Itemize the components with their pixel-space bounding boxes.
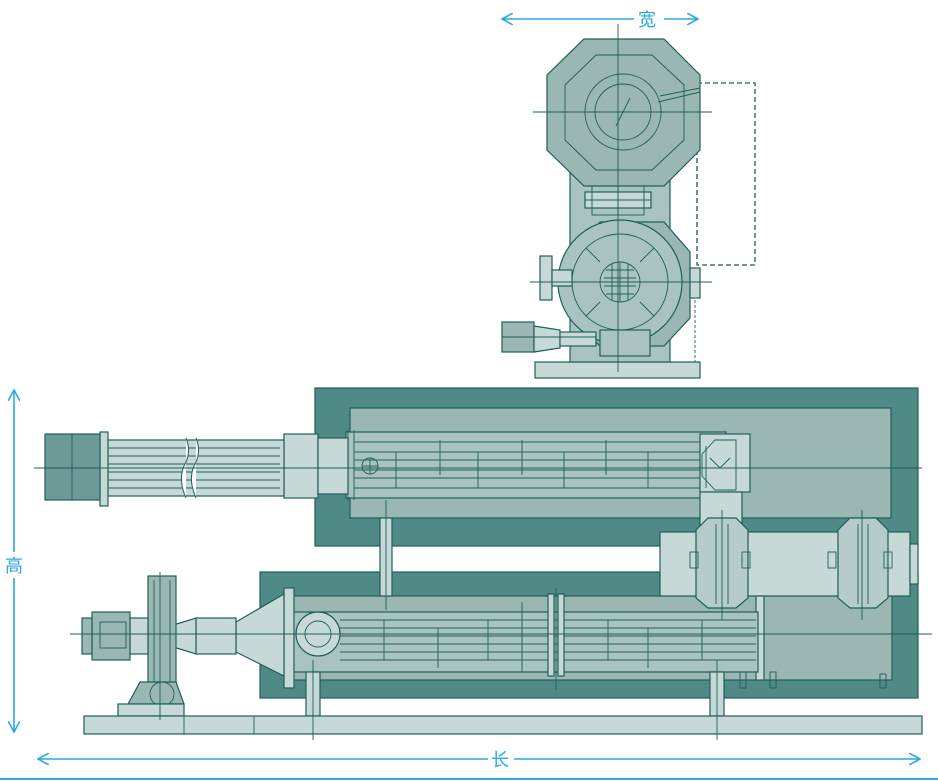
front-view-base — [83, 715, 923, 735]
blower-assembly — [81, 575, 185, 717]
front-view: 高 长 — [5, 387, 932, 771]
upper-tube-bundle — [345, 430, 751, 500]
height-dimension: 高 — [5, 390, 23, 732]
end-view-base — [534, 361, 701, 379]
end-view: 宽 — [501, 10, 756, 379]
width-label: 宽 — [638, 10, 656, 31]
control-cabinet-outline — [696, 82, 756, 266]
upper-drum — [546, 38, 701, 187]
length-label: 长 — [491, 750, 509, 771]
upper-end-cap — [44, 433, 101, 501]
height-label: 高 — [5, 556, 23, 577]
width-dimension: 宽 — [502, 10, 698, 31]
upper-tube-extension — [99, 431, 285, 507]
upper-inlet-block — [283, 433, 319, 499]
burner-cone — [169, 592, 285, 677]
cross-connector — [659, 491, 919, 681]
end-view-burner — [501, 321, 597, 353]
length-dimension: 长 — [38, 750, 920, 771]
